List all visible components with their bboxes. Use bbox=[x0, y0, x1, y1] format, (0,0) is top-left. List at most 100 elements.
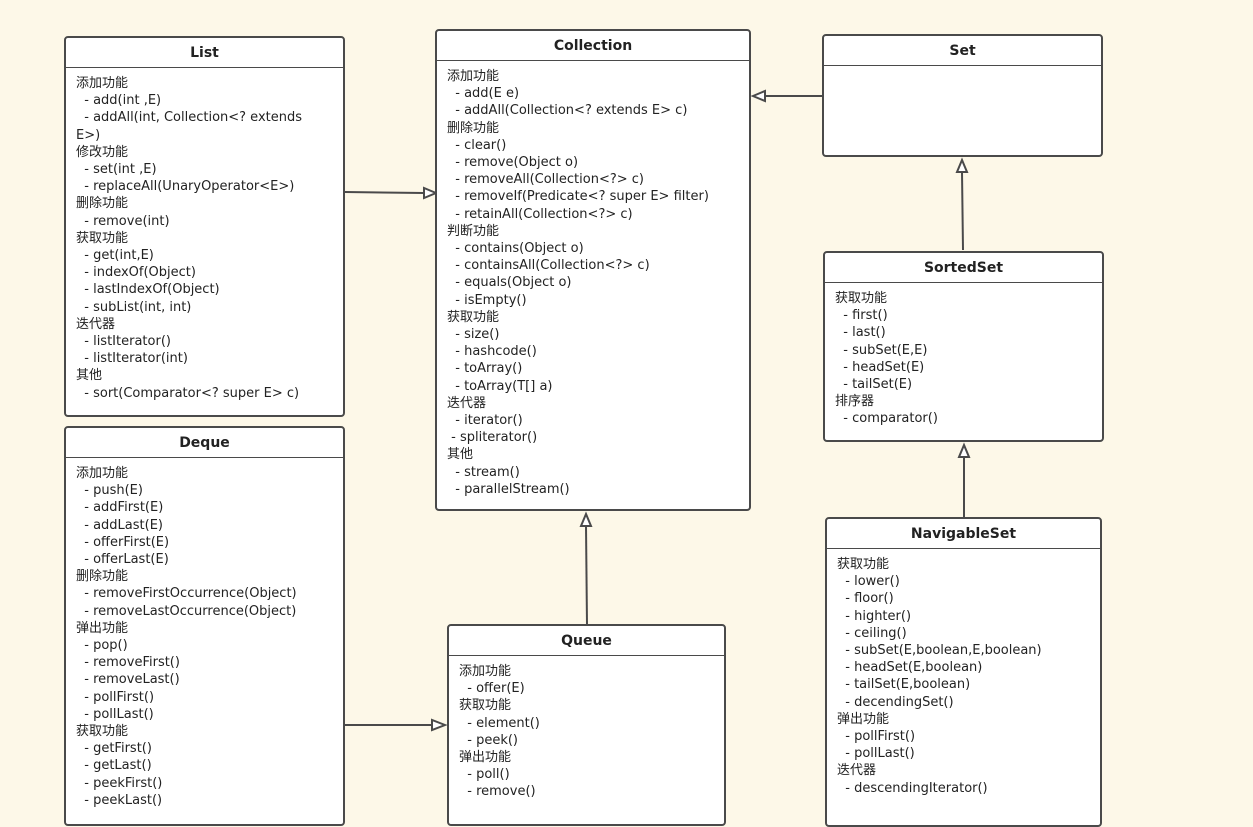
list-member-line: - subList(int, int) bbox=[76, 299, 192, 315]
arrowhead-deque-queue bbox=[431, 718, 448, 732]
deque-member-line: - removeFirst() bbox=[76, 655, 180, 671]
sortedset-member-line: 获取功能 bbox=[835, 291, 888, 306]
sortedset-member-line: - tailSet(E) bbox=[835, 377, 913, 393]
deque-member-line: - pollFirst() bbox=[76, 689, 155, 705]
deque-member-line: 删除功能 bbox=[76, 569, 129, 585]
deque-member-line: - addLast(E) bbox=[76, 517, 163, 533]
navigableset-member-line: - floor() bbox=[837, 591, 894, 607]
sortedset-box: SortedSet 获取功能 - first() - last() - subS… bbox=[823, 251, 1104, 442]
arrowhead-navigableset-sortedset bbox=[957, 442, 971, 458]
collection-member-line: - parallelStream() bbox=[447, 481, 570, 497]
collection-member-line: 其他 bbox=[447, 447, 474, 463]
set-title: Set bbox=[824, 36, 1101, 66]
queue-member-line: - peek() bbox=[459, 732, 519, 748]
deque-title: Deque bbox=[66, 428, 343, 458]
queue-member-line: 获取功能 bbox=[459, 698, 512, 714]
arrowhead-queue-collection bbox=[579, 511, 593, 527]
list-member-line: E>) bbox=[76, 127, 101, 143]
navigableset-members: 获取功能 - lower() - floor() - highter() - c… bbox=[827, 549, 1100, 804]
collection-member-line: - equals(Object o) bbox=[447, 275, 572, 291]
list-member-line: 删除功能 bbox=[76, 196, 129, 212]
deque-member-line: - getLast() bbox=[76, 758, 152, 774]
navigableset-member-line: - ceiling() bbox=[837, 625, 907, 641]
queue-member-line: - element() bbox=[459, 715, 540, 731]
sortedset-title: SortedSet bbox=[825, 253, 1102, 283]
list-member-line: - listIterator(int) bbox=[76, 351, 188, 367]
deque-member-line: - removeLastOccurrence(Object) bbox=[76, 603, 297, 619]
collection-member-line: - spliterator() bbox=[447, 430, 538, 446]
deque-member-line: - removeLast() bbox=[76, 672, 180, 688]
navigableset-member-line: 获取功能 bbox=[837, 557, 890, 572]
queue-member-line: - offer(E) bbox=[459, 681, 525, 697]
list-member-line: - lastIndexOf(Object) bbox=[76, 282, 220, 298]
navigableset-member-line: - tailSet(E,boolean) bbox=[837, 677, 971, 693]
list-members: 添加功能 - add(int ,E) - addAll(int, Collect… bbox=[66, 68, 343, 409]
navigableset-member-line: 弹出功能 bbox=[837, 711, 890, 727]
collection-member-line: - add(E e) bbox=[447, 86, 520, 102]
sortedset-member-line: - headSet(E) bbox=[835, 359, 925, 375]
deque-member-line: - getFirst() bbox=[76, 741, 152, 757]
queue-members: 添加功能 - offer(E)获取功能 - element() - peek()… bbox=[449, 656, 724, 808]
deque-member-line: 弹出功能 bbox=[76, 620, 129, 636]
link-sortedset-set bbox=[961, 171, 964, 251]
collection-member-line: - toArray() bbox=[447, 361, 523, 377]
sortedset-member-line: - comparator() bbox=[835, 411, 938, 427]
queue-box: Queue 添加功能 - offer(E)获取功能 - element() - … bbox=[447, 624, 726, 826]
queue-member-line: - remove() bbox=[459, 784, 536, 800]
link-list-collection bbox=[344, 191, 425, 194]
navigableset-member-line: - decendingSet() bbox=[837, 694, 954, 710]
list-member-line: 获取功能 bbox=[76, 230, 129, 246]
queue-title: Queue bbox=[449, 626, 724, 656]
collection-title: Collection bbox=[437, 31, 749, 61]
navigableset-member-line: - lower() bbox=[837, 574, 900, 590]
collection-member-line: - containsAll(Collection<?> c) bbox=[447, 258, 650, 274]
deque-member-line: - removeFirstOccurrence(Object) bbox=[76, 586, 297, 602]
deque-member-line: - pollLast() bbox=[76, 706, 154, 722]
list-member-line: 其他 bbox=[76, 368, 103, 384]
sortedset-member-line: - subSet(E,E) bbox=[835, 342, 928, 358]
list-title: List bbox=[66, 38, 343, 68]
set-box: Set bbox=[822, 34, 1103, 157]
list-member-line: - get(int,E) bbox=[76, 248, 154, 264]
list-member-line: - sort(Comparator<? super E> c) bbox=[76, 385, 300, 401]
list-member-line: - set(int ,E) bbox=[76, 162, 157, 178]
navigableset-member-line: - highter() bbox=[837, 608, 912, 624]
collection-member-line: - removeAll(Collection<?> c) bbox=[447, 172, 644, 188]
collection-member-line: - contains(Object o) bbox=[447, 241, 584, 257]
arrowhead-set-collection bbox=[750, 89, 766, 103]
navigableset-member-line: - subSet(E,boolean,E,boolean) bbox=[837, 643, 1042, 659]
navigableset-box: NavigableSet 获取功能 - lower() - floor() - … bbox=[825, 517, 1102, 827]
list-member-line: - listIterator() bbox=[76, 334, 171, 350]
deque-member-line: - addFirst(E) bbox=[76, 500, 164, 516]
deque-member-line: - pop() bbox=[76, 638, 128, 654]
collection-member-line: - hashcode() bbox=[447, 344, 537, 360]
navigableset-member-line: 迭代器 bbox=[837, 763, 877, 779]
collection-member-line: - toArray(T[] a) bbox=[447, 378, 553, 394]
collection-member-line: 删除功能 bbox=[447, 120, 500, 136]
deque-member-line: - offerLast(E) bbox=[76, 552, 169, 568]
queue-member-line: - poll() bbox=[459, 767, 510, 783]
queue-member-line: 弹出功能 bbox=[459, 750, 512, 766]
list-member-line: 修改功能 bbox=[76, 144, 129, 160]
deque-member-line: - offerFirst(E) bbox=[76, 534, 170, 550]
navigableset-title: NavigableSet bbox=[827, 519, 1100, 549]
deque-member-line: - peekFirst() bbox=[76, 775, 163, 791]
navigableset-member-line: - pollLast() bbox=[837, 746, 915, 762]
link-queue-collection bbox=[585, 525, 588, 626]
collection-member-line: - remove(Object o) bbox=[447, 155, 579, 171]
collection-member-line: - stream() bbox=[447, 464, 520, 480]
list-member-line: - replaceAll(UnaryOperator<E>) bbox=[76, 179, 295, 195]
set-members bbox=[824, 66, 1101, 80]
list-member-line: - addAll(int, Collection<? extends bbox=[76, 110, 303, 126]
list-member-line: - add(int ,E) bbox=[76, 93, 162, 109]
collection-member-line: - size() bbox=[447, 327, 500, 343]
collection-member-line: - iterator() bbox=[447, 413, 523, 429]
collection-member-line: 判断功能 bbox=[447, 223, 500, 239]
deque-member-line: - peekLast() bbox=[76, 792, 163, 808]
collection-member-line: 获取功能 bbox=[447, 309, 500, 325]
sortedset-members: 获取功能 - first() - last() - subSet(E,E) - … bbox=[825, 283, 1102, 435]
sortedset-member-line: 排序器 bbox=[835, 394, 875, 410]
collection-member-line: 添加功能 bbox=[447, 69, 500, 84]
collection-box: Collection 添加功能 - add(E e) - addAll(Coll… bbox=[435, 29, 751, 511]
list-member-line: - indexOf(Object) bbox=[76, 265, 196, 281]
